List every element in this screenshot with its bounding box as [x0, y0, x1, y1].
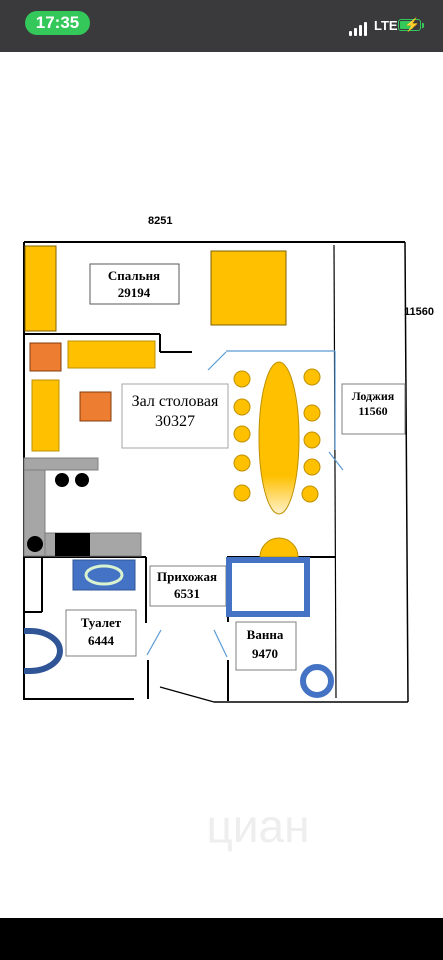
bathroom-sink [300, 664, 334, 698]
label-box-bedroom [89, 263, 180, 305]
stove-burner-1 [55, 473, 69, 487]
dimension-right: 11560 [404, 306, 434, 318]
charging-bolt-icon: ⚡ [404, 17, 421, 32]
washbasin-bowl [84, 564, 124, 586]
chairs [233, 368, 321, 503]
battery-icon [398, 19, 421, 31]
network-type: LTE [374, 18, 398, 33]
room-area-bedroom: 29194 [118, 285, 151, 300]
sofa [67, 340, 156, 369]
partitions [146, 350, 344, 658]
room-area-loggia: 11560 [358, 404, 387, 418]
kitchen-counter-side [23, 469, 46, 557]
room-area-hall: 30327 [155, 413, 195, 430]
bed [210, 250, 287, 326]
half-round-chair [259, 537, 299, 558]
room-name-hallway: Прихожая [157, 569, 217, 584]
appliance [55, 533, 90, 556]
bathtub [226, 557, 310, 617]
room-area-toilet: 6444 [88, 633, 115, 648]
status-bar: 17:35 LTE ⚡ [0, 0, 443, 52]
battery-fill [400, 21, 413, 29]
label-box-toilet [65, 609, 137, 657]
dining-table [258, 361, 300, 515]
room-area-bathroom: 9470 [252, 646, 278, 661]
label-box-bathroom [235, 621, 297, 671]
label-box-hall [121, 383, 229, 449]
armchair-1 [29, 342, 62, 372]
bottom-bar [0, 918, 443, 960]
room-name-toilet: Туалет [81, 615, 122, 630]
room-name-hall: Зал столовая [132, 393, 219, 410]
time-pill[interactable]: 17:35 [25, 11, 90, 35]
room-name-bathroom: Ванна [247, 627, 284, 642]
room-area-hallway: 6531 [174, 586, 200, 601]
armchair-2 [79, 391, 112, 422]
wardrobe-bedroom [24, 245, 57, 332]
room-name-loggia: Лоджия [352, 389, 395, 403]
kitchen-counter-top [23, 457, 99, 471]
watermark: циан [206, 800, 309, 852]
room-name-bedroom: Спальня [108, 268, 160, 283]
label-box-hallway [149, 565, 227, 607]
label-box-loggia [341, 383, 406, 435]
battery-cap [422, 23, 424, 28]
dimension-top: 8251 [148, 215, 172, 227]
cabinet [31, 379, 60, 452]
stove-burner-2 [75, 473, 89, 487]
toilet-bowl [24, 628, 63, 674]
sink [27, 536, 43, 552]
